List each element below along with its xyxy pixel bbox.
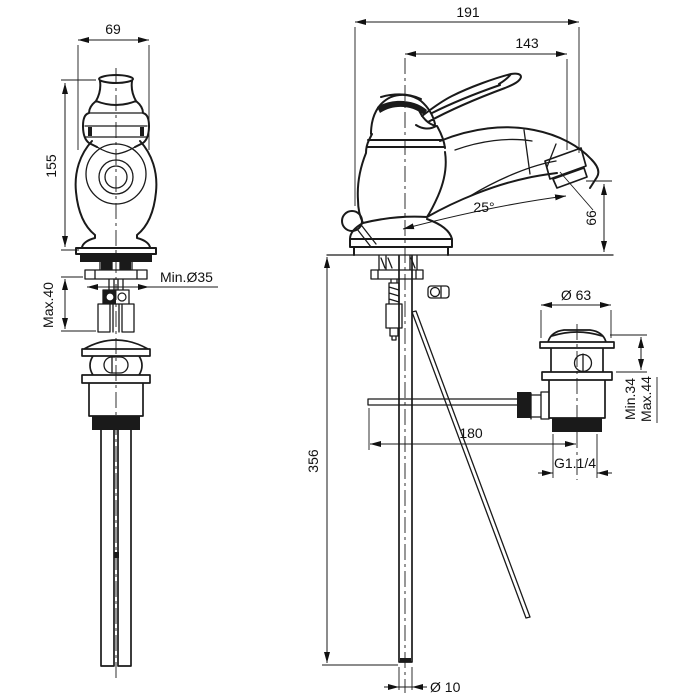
dim-rod-offset: 180 <box>368 408 576 450</box>
horizontal-rod <box>367 398 520 406</box>
side-view: 191 143 66 25° 356 180 <box>305 4 614 695</box>
dim-label-rod-offset: 180 <box>459 425 483 441</box>
dim-label-spout-height: 66 <box>583 210 599 226</box>
wingnut-hole-left <box>105 292 115 302</box>
dim-supply-length: 356 <box>305 257 398 666</box>
dim-label-spout-reach: 143 <box>515 35 539 51</box>
spout-nose-outer-circle <box>85 143 147 205</box>
front-tube-tick <box>114 552 119 558</box>
rod-clip-hole <box>429 286 441 298</box>
front-drain-thread-band <box>92 416 140 430</box>
dim-ext-lines <box>610 334 647 373</box>
dim-ext-lines <box>61 276 96 332</box>
dim-ext-lines <box>354 27 580 206</box>
faucet-front-details <box>84 112 148 155</box>
dim-label-flange-diameter: Ø 63 <box>561 287 592 303</box>
shank-thread-blocks <box>101 262 131 270</box>
dim-label-supply-length: 356 <box>305 449 321 473</box>
supply-pipe <box>398 255 413 663</box>
dim-label-front-height: 155 <box>43 154 59 178</box>
dim-overall-depth: 191 <box>354 4 580 206</box>
dim-ext-lines <box>61 79 96 251</box>
handle-cap-band <box>377 100 427 115</box>
popup-knob <box>341 210 363 232</box>
front-base-band <box>80 254 152 262</box>
side-mounting-hardware <box>370 255 450 341</box>
spout-nose-mid-circle <box>98 159 134 195</box>
dim-supply-diameter: Ø 10 <box>384 667 461 695</box>
dim-label-thread-size: G1.1/4 <box>554 455 596 471</box>
dim-hole-diameter: Min.Ø35 <box>87 269 218 290</box>
front-drain-tubes <box>100 429 132 667</box>
front-view: 69 155 Max.40 Min.Ø35 <box>40 21 218 682</box>
dim-label-front-width: 69 <box>105 21 121 37</box>
drain-assembly-side: Ø 63 Min.34 Max.44 G1.1/4 <box>517 287 658 480</box>
dim-spout-reach: 143 <box>405 35 568 150</box>
drain-outlet-block <box>517 392 531 418</box>
supply-pipe-outline <box>398 255 413 663</box>
dim-spout-angle: 25° <box>402 171 594 230</box>
dim-flange-diameter: Ø 63 <box>540 287 612 338</box>
dim-ext-lines <box>77 45 150 150</box>
dim-clamp-range: Min.34 Max.44 <box>610 334 658 423</box>
front-drain-knob <box>103 356 129 374</box>
side-mounting-lines <box>370 255 424 341</box>
popup-knob-stem <box>356 225 377 248</box>
dim-thread-size: G1.1/4 <box>538 434 612 478</box>
dim-deck-thickness: Max.40 <box>40 276 96 332</box>
dim-label-overall-depth: 191 <box>456 4 480 20</box>
spout-nose-inner-circle <box>104 165 128 189</box>
dim-label-spout-angle: 25° <box>473 199 494 215</box>
drain-outline <box>539 329 615 419</box>
dim-label-supply-diameter: Ø 10 <box>430 679 461 695</box>
dim-spout-height: 66 <box>583 180 612 252</box>
diagonal-rod <box>411 310 531 619</box>
dim-front-height: 155 <box>43 79 96 251</box>
dim-label-deck-thickness: Max.40 <box>40 282 56 328</box>
aerator <box>544 147 588 189</box>
angle-axis-line <box>559 171 594 211</box>
faucet-side-outline <box>349 72 600 256</box>
wingnut-hole-right <box>117 292 127 302</box>
drain-side-outlet <box>530 391 550 420</box>
front-drain-assembly <box>81 339 151 667</box>
rod-clip <box>427 285 450 299</box>
front-drain-outline <box>81 339 151 417</box>
dim-front-width: 69 <box>77 21 150 150</box>
dim-label-hole-diameter: Min.Ø35 <box>160 269 213 285</box>
spout-inner-curves <box>454 129 557 197</box>
dim-label-clamp-min: Min.34 <box>622 378 638 420</box>
dim-ext-lines <box>540 310 612 338</box>
drain-thread-band <box>552 418 602 432</box>
supply-pipe-end <box>400 658 411 662</box>
angle-arc <box>402 194 567 230</box>
dim-label-clamp-max: Max.44 <box>638 376 654 422</box>
